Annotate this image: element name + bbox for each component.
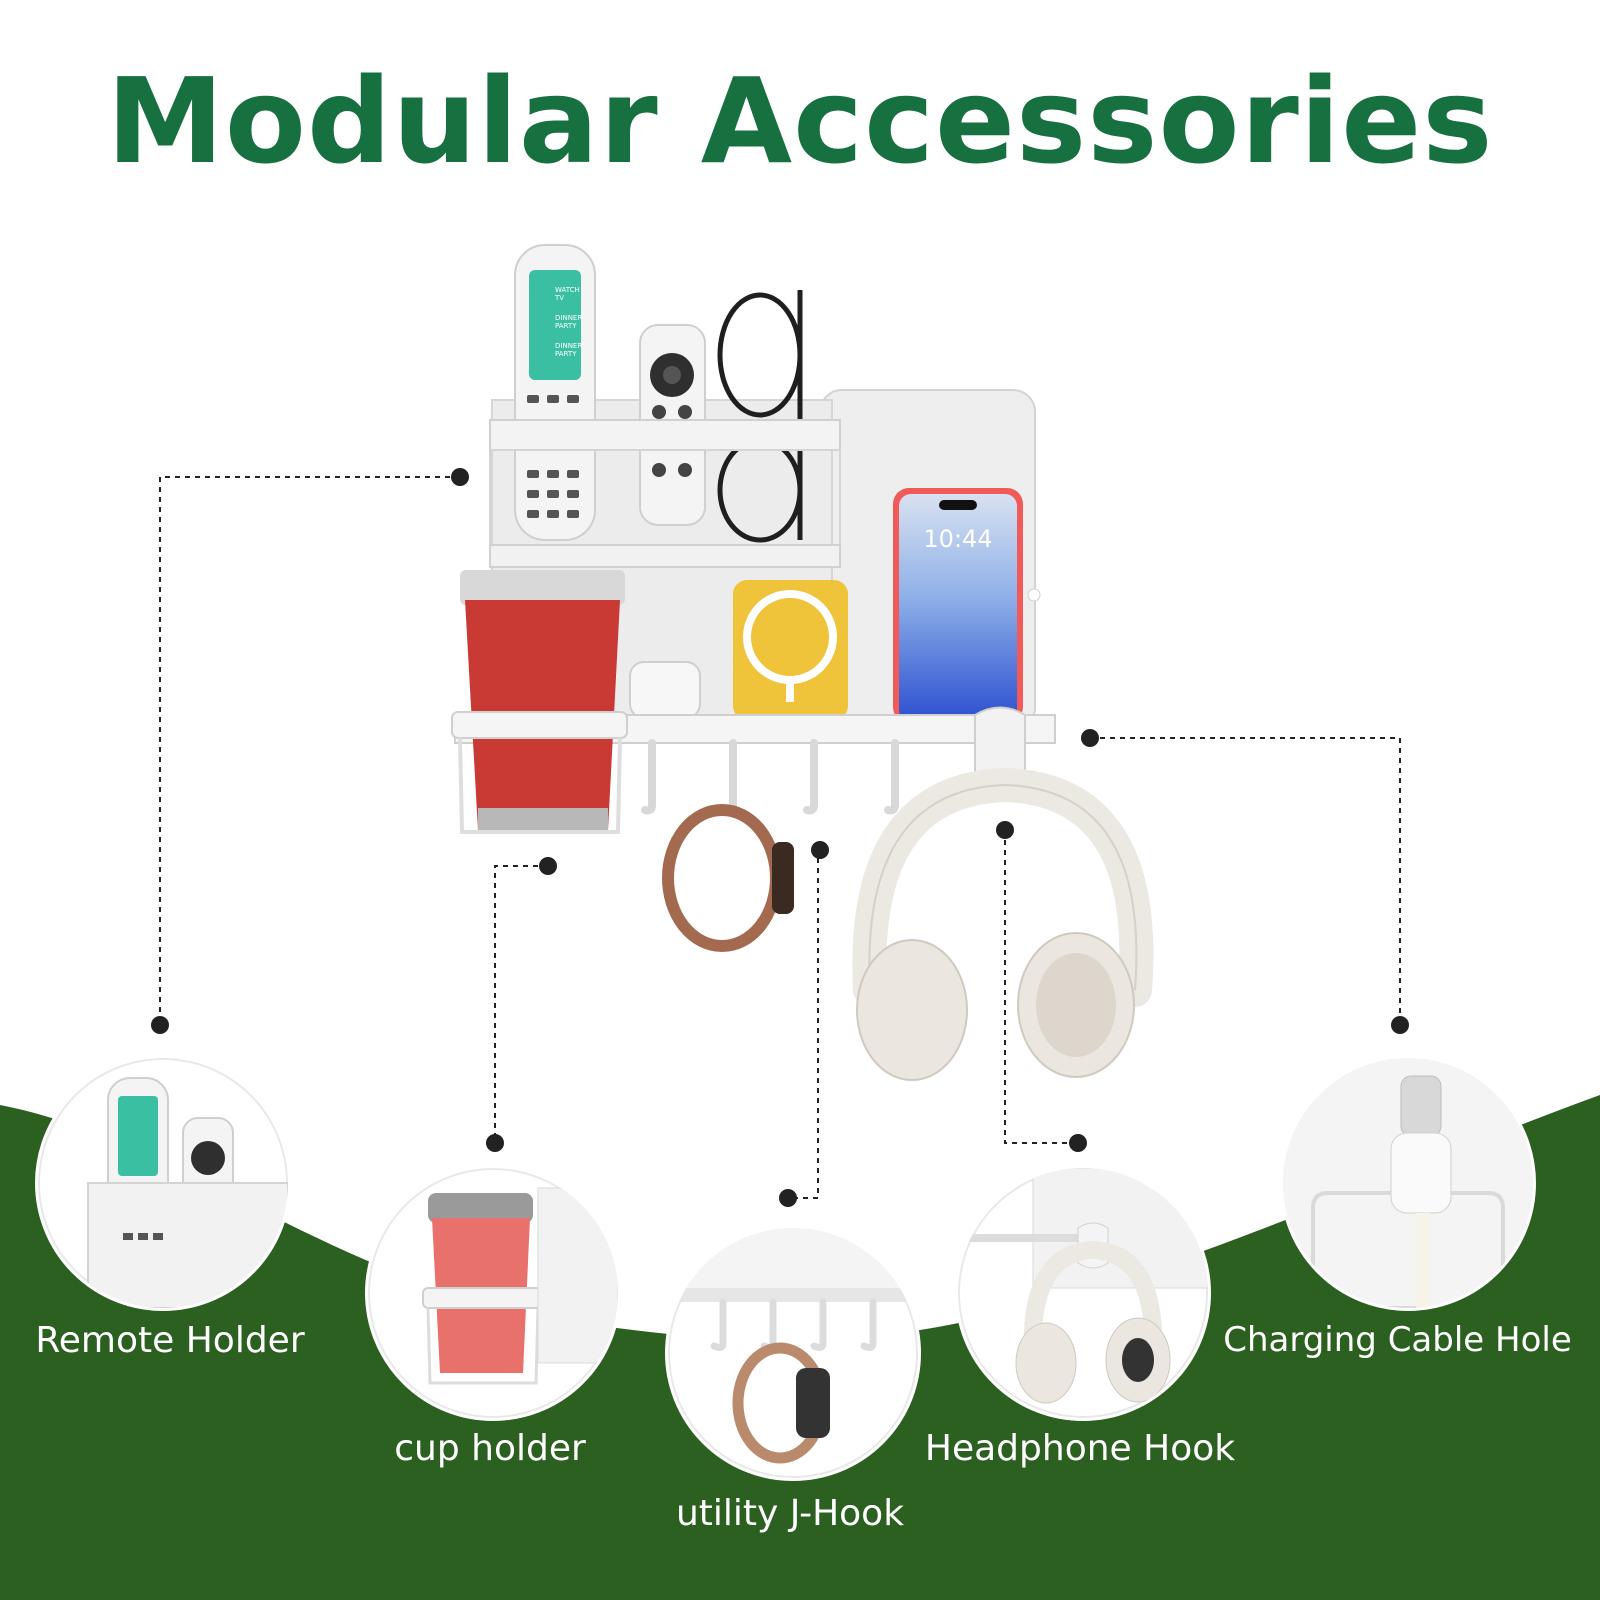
remote-holder-detail-circle (35, 1055, 291, 1311)
feature-label-remote-holder: Remote Holder (35, 1320, 305, 1361)
page-title: Modular Accessories (106, 52, 1494, 190)
smartwatch-icon (662, 804, 794, 952)
charging-cable-icon (1283, 1058, 1533, 1308)
cup-holder-icon (422, 1187, 618, 1385)
tumbler-icon (460, 570, 625, 833)
headphone-hook-icon (968, 1168, 1208, 1404)
feature-label-headphone-hook: Headphone Hook (924, 1428, 1236, 1469)
remote-screen-text: DINNER (555, 342, 582, 350)
headphones-icon (852, 767, 1154, 1081)
j-hook-icon (668, 1228, 918, 1464)
large-remote-icon (514, 244, 596, 541)
remote-holder-icon (87, 1077, 288, 1308)
remote-screen-text: TV (554, 294, 564, 302)
j-hook-detail-circle (665, 1225, 921, 1481)
remote-screen-text: WATCH (555, 286, 580, 294)
phone-clock-text: 10:44 (923, 525, 992, 553)
j-hooks-icon (641, 739, 899, 815)
earbuds-case-icon (629, 661, 701, 719)
feature-label-cup-holder: cup holder (394, 1428, 586, 1469)
smartphone-icon: 10:44 (893, 488, 1023, 723)
remote-screen-text: DINNER (555, 314, 582, 322)
cup-holder-detail-circle (365, 1165, 621, 1421)
remote-screen-text: PARTY (555, 350, 577, 358)
headphone-hook-detail-circle (955, 1165, 1211, 1421)
feature-label-charging-cable-hole: Charging Cable Hole (1223, 1320, 1572, 1360)
remote-screen-text: PARTY (555, 322, 577, 330)
feature-label-utility-j-hook: utility J-Hook (675, 1493, 905, 1534)
charging-cable-detail-circle (1280, 1055, 1536, 1311)
wireless-charger-icon (733, 580, 848, 720)
